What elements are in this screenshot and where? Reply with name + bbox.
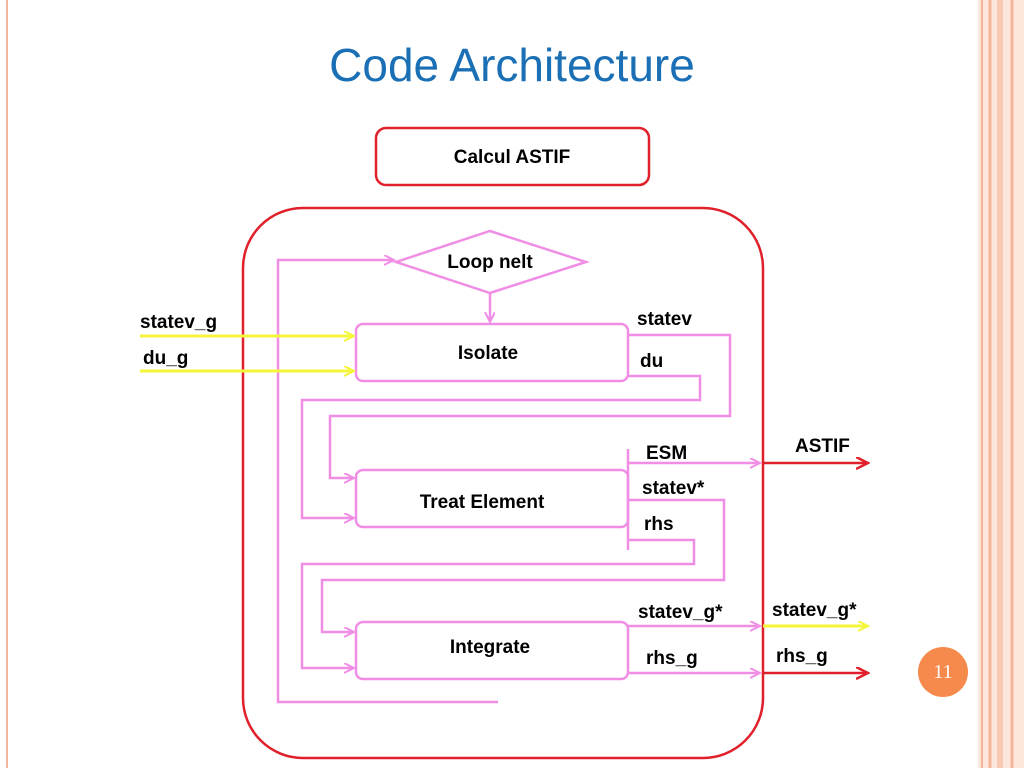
esm-label: ESM — [646, 443, 687, 464]
page-number-badge: 11 — [918, 647, 968, 697]
isolate-label: Isolate — [458, 343, 518, 364]
treat-rhs-connector — [300, 538, 696, 668]
integrate-rhs-g-label: rhs_g — [646, 648, 698, 669]
isolate-statev-label: statev — [637, 309, 692, 330]
isolate-statev-connector — [328, 333, 732, 478]
statev-g-input-label: statev_g — [140, 312, 217, 333]
isolate-du-connector — [300, 374, 702, 518]
treat-statev-star-label: statev* — [642, 478, 705, 499]
header-box-label: Calcul ASTIF — [454, 147, 570, 168]
isolate-block — [354, 322, 630, 383]
slide-title: Code Architecture — [329, 39, 695, 91]
treat-statev-connector — [320, 498, 726, 632]
loop-diamond — [392, 229, 591, 295]
loop-container — [241, 206, 765, 760]
treat-element-label: Treat Element — [420, 492, 545, 513]
astif-output-label: ASTIF — [795, 436, 850, 457]
header-box — [374, 126, 651, 187]
statev-g-star-output-label: statev_g* — [772, 600, 857, 621]
loop-back-connector — [276, 260, 498, 704]
rhs-g-output-label: rhs_g — [776, 646, 828, 667]
integrate-statev-g-star-label: statev_g* — [638, 602, 723, 623]
integrate-block — [354, 620, 630, 681]
treat-rhs-label: rhs — [644, 514, 674, 535]
du-g-input-label: du_g — [143, 348, 188, 369]
right-border-decoration — [978, 0, 1024, 768]
integrate-label: Integrate — [450, 637, 530, 658]
isolate-du-label: du — [640, 351, 663, 372]
loop-label: Loop nelt — [447, 252, 533, 273]
